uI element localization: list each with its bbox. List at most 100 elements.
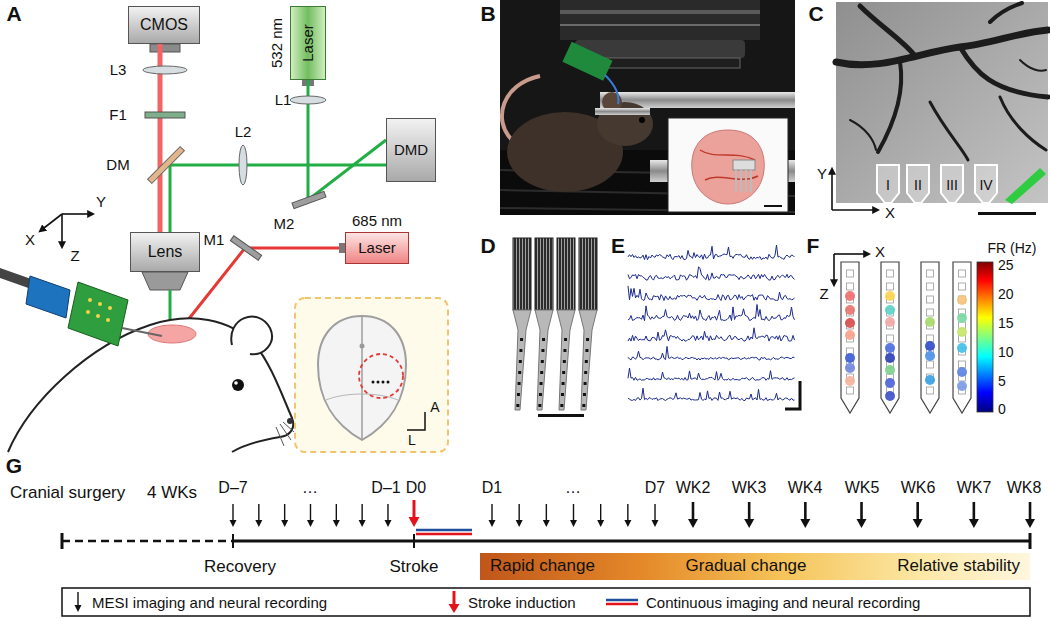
time-point: D7 (645, 479, 665, 497)
camera-box: CMOS (128, 6, 200, 44)
shank-map (885, 317, 895, 327)
timeline (416, 533, 472, 536)
neural-traces (628, 346, 795, 360)
shank-map (885, 305, 895, 315)
timeline-arrows (624, 520, 631, 527)
timeline-arrows (409, 517, 420, 527)
laser-box: 532 nmLaser (290, 6, 326, 80)
setup-photo (764, 205, 782, 207)
box-text: 532 nm (269, 18, 286, 68)
time-point: WK6 (901, 479, 936, 497)
probe-holder (98, 302, 102, 306)
shank-map (953, 262, 971, 413)
optical-setup (150, 44, 180, 52)
timeline-arrows (230, 520, 237, 527)
optics (143, 66, 187, 74)
timeline (413, 534, 415, 548)
timeline-arrows (385, 520, 392, 527)
colorbar-tick: 15 (998, 316, 1014, 331)
optic-label: L2 (235, 124, 252, 141)
brain-inset (295, 298, 448, 452)
vessel-image (860, 6, 915, 56)
probe-photo (582, 404, 585, 407)
mouse-drawing (287, 418, 293, 424)
shank-map (885, 378, 895, 388)
vessel-image (990, 3, 1022, 22)
box-text: Laser (300, 24, 317, 62)
shank-map (881, 262, 899, 413)
probe-photo (538, 404, 541, 407)
timeline (416, 529, 472, 532)
time-point: D1 (482, 479, 502, 497)
vessel-image (975, 165, 997, 203)
brain-inset (326, 394, 398, 400)
shank-map (847, 387, 854, 394)
neural-traces (628, 388, 795, 400)
brain-inset (387, 381, 390, 384)
probe-photo (557, 238, 575, 310)
mouse-drawing (234, 381, 238, 385)
probe-photo (519, 360, 522, 363)
axis-label: Y (96, 194, 106, 211)
firing-rate-map (834, 254, 993, 413)
probe-photo (561, 393, 564, 396)
optics (145, 112, 185, 118)
vessel-image (1020, 60, 1046, 71)
shank-map (927, 361, 934, 368)
timeline-arrows (688, 519, 698, 528)
legend-sample (75, 605, 82, 612)
probe-photo (513, 238, 597, 410)
shank-map (845, 305, 855, 315)
timeline-arrows (600, 504, 601, 521)
timeline (62, 500, 1035, 616)
setup-photo (560, 24, 760, 26)
probe-photo (513, 238, 531, 310)
legend-item: Continuous imaging and neural recording (604, 590, 920, 614)
vessel-image (850, 120, 876, 150)
timeline-arrows (310, 504, 311, 521)
firing-rate-map (833, 254, 835, 280)
timeline-arrows (800, 519, 810, 528)
setup-photo (605, 75, 618, 104)
timeline-arrows (518, 504, 519, 521)
legend-sample (606, 599, 638, 602)
probe-holder (26, 276, 70, 318)
timeline-arrows (258, 504, 259, 521)
neural-traces (628, 245, 795, 260)
box-text: Laser (358, 240, 396, 257)
legend-item: MESI imaging and neural recording (70, 590, 327, 614)
panel-letter: E (611, 234, 625, 257)
probe-photo (517, 393, 520, 396)
shank-map (921, 262, 939, 413)
optics (148, 147, 185, 184)
timeline-arrows (232, 504, 233, 521)
axis-arrows (44, 214, 88, 242)
optic-label: F1 (109, 107, 127, 124)
probe-photo (519, 349, 522, 352)
shank-map (957, 343, 967, 353)
axis-arrows (62, 213, 88, 215)
probe-photo (579, 310, 597, 410)
optical-setup (142, 44, 345, 330)
probe-photo (513, 310, 531, 410)
panel-letter: F (807, 234, 820, 257)
shank-map (887, 270, 894, 277)
probe-photo (579, 238, 597, 310)
timeline (1029, 533, 1032, 549)
shank-map (885, 365, 895, 375)
timeline (62, 588, 1030, 616)
legend-item: Stroke induction (446, 590, 576, 614)
shank-map (925, 375, 935, 385)
probe-photo (541, 360, 544, 363)
shank-map (959, 283, 966, 290)
legend-sample (77, 592, 78, 606)
colorbar-tick: 0 (998, 402, 1006, 417)
vessel-image (836, 30, 1048, 65)
timeline-arrows (491, 504, 492, 521)
brain-inset (295, 298, 448, 452)
neural-traces (628, 245, 795, 401)
shank-map (887, 335, 894, 342)
vessel-image (836, 2, 1048, 203)
shank-map (885, 291, 895, 301)
